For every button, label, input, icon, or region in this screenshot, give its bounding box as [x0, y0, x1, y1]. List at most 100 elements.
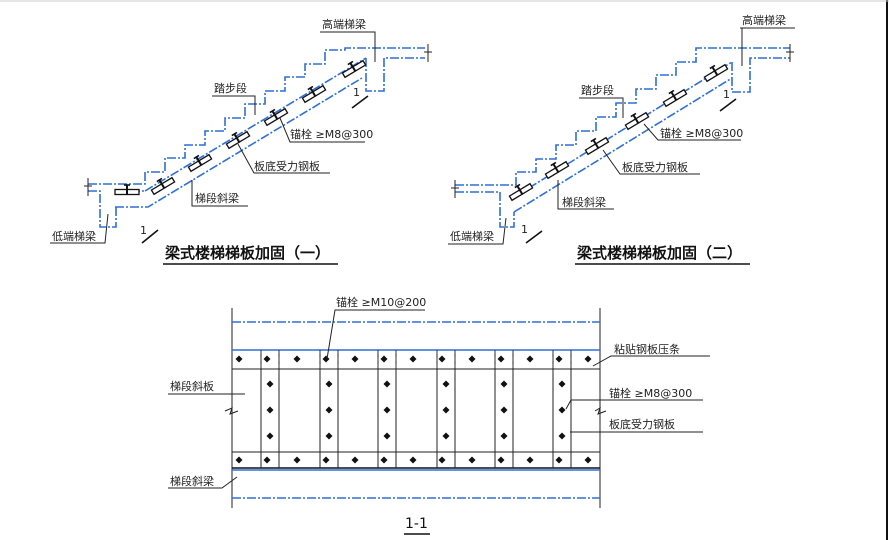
- anchor-bolt-icon: [158, 179, 166, 190]
- anchor-bolt-icon: [409, 355, 417, 363]
- anchor-bolt-icon: [195, 156, 203, 167]
- anchor-bolt-icon: [325, 406, 333, 414]
- leader-line: [320, 31, 376, 62]
- leader-line: [579, 97, 624, 118]
- anchor-bolt-icon: [555, 355, 563, 363]
- label-bottom-plate: 板底受力钢板: [609, 417, 675, 431]
- break-mark: [594, 406, 607, 415]
- anchor-bolt-icon: [584, 355, 592, 363]
- leader-line: [168, 476, 238, 489]
- steel-plate-with-anchor: [225, 130, 251, 150]
- label-high-beam: 高端梯梁: [322, 17, 366, 31]
- step-profile: [88, 47, 425, 185]
- anchor-bolt-icon: [592, 139, 600, 150]
- leader-line: [565, 399, 703, 410]
- anchor-bolt-icon: [351, 456, 359, 464]
- label-inclined-beam: 梯段斜梁: [170, 474, 214, 488]
- anchor-bolt-icon: [322, 355, 330, 363]
- anchor-head: [630, 112, 637, 118]
- anchor-bolt-icon: [325, 380, 333, 388]
- label-anchor-top: 锚栓 ≥M10@200: [336, 295, 426, 309]
- anchor-bolt-icon: [526, 456, 534, 464]
- label-inclined-slab: 梯段斜板: [170, 379, 214, 393]
- anchor-bolt-icon: [497, 456, 505, 464]
- leader-line: [602, 149, 700, 175]
- step-profile: [455, 47, 790, 186]
- anchor-bolt-icon: [263, 355, 271, 363]
- leader-line: [557, 180, 614, 210]
- steel-plate-with-anchor: [341, 59, 367, 79]
- anchor-bolt-icon: [500, 432, 508, 440]
- leader-line: [279, 117, 365, 143]
- steel-plate-with-anchor: [624, 111, 650, 131]
- anchor-head: [709, 64, 716, 70]
- section-cut-line: [351, 95, 369, 109]
- label-low-beam: 低端梯梁: [450, 229, 494, 243]
- anchor-bolt-icon: [670, 91, 678, 102]
- break-mark: [84, 178, 92, 196]
- section-cut-line: [141, 229, 159, 244]
- anchor-bolt-icon: [500, 406, 508, 414]
- section-mark-label: 1: [723, 88, 730, 101]
- inclined-beam-line: [115, 77, 363, 208]
- stair-reinforcement-drawing-1: 1 1 高端梯梁 踏步段 锚栓 ≥M8@300 板底受力钢板 梯段斜梁 低端梯梁…: [50, 17, 432, 265]
- leader-line: [643, 123, 741, 141]
- anchor-bolt-icon: [558, 380, 566, 388]
- anchor-bolt-icon: [516, 185, 524, 196]
- anchor-bolt-icon: [468, 456, 476, 464]
- anchor-bolt-icon: [468, 355, 476, 363]
- anchor-bolt-icon: [442, 380, 450, 388]
- anchor-bolt-icon: [293, 355, 301, 363]
- anchor-bolt-icon: [442, 406, 450, 414]
- anchor-bolt-icon: [380, 355, 388, 363]
- anchor-bolt-icon: [497, 355, 505, 363]
- anchor-bolt-icon: [438, 355, 446, 363]
- drawing-title: 梁式楼梯梯板加固（一）: [164, 244, 330, 262]
- leader-line: [326, 309, 425, 360]
- steel-plate-with-anchor: [187, 153, 213, 173]
- label-inclined-beam: 梯段斜梁: [195, 191, 239, 205]
- anchor-bolt-icon: [409, 456, 417, 464]
- anchor-bolt-icon: [271, 110, 279, 121]
- slab-top-line: [144, 57, 367, 192]
- leader-line: [592, 355, 710, 367]
- anchor-bolt-icon: [555, 456, 563, 464]
- anchor-head: [231, 131, 238, 137]
- anchor-bolt-icon: [711, 66, 719, 77]
- label-bottom-plate: 板底受力钢板: [254, 159, 320, 173]
- anchor-bolt-icon: [383, 406, 391, 414]
- anchor-bolt-icon: [380, 456, 388, 464]
- anchor-head: [590, 137, 597, 143]
- section-mark-label: 1: [140, 224, 147, 237]
- low-beam: [455, 191, 515, 228]
- inclined-beam-line: [513, 77, 733, 213]
- leader-line: [740, 27, 795, 66]
- label-anchor-bolt: 锚栓 ≥M8@300: [660, 126, 743, 140]
- anchor-bolt-icon: [266, 380, 274, 388]
- label-high-beam: 高端梯梁: [742, 13, 786, 27]
- label-anchor-side: 锚栓 ≥M8@300: [609, 386, 692, 400]
- low-beam: [88, 190, 117, 228]
- anchor-head: [156, 177, 163, 183]
- leader-line: [50, 213, 109, 244]
- high-beam: [731, 57, 790, 93]
- anchor-head: [193, 154, 200, 160]
- label-step-section: 踏步段: [214, 81, 247, 95]
- anchor-bolt-icon: [526, 355, 534, 363]
- leader-line: [448, 217, 507, 245]
- steel-plate-with-anchor: [508, 182, 534, 202]
- section-cut-line: [719, 98, 737, 112]
- anchor-bolt-icon: [263, 456, 271, 464]
- anchor-head: [347, 60, 354, 66]
- anchor-bolt-icon: [558, 406, 566, 414]
- anchor-head: [668, 89, 675, 95]
- anchor-bolt-icon: [233, 133, 241, 144]
- anchor-bolt-icon: [584, 456, 592, 464]
- anchor-head: [514, 183, 521, 189]
- anchor-bolt-icon: [309, 87, 317, 98]
- anchor-bolt-icon: [293, 456, 301, 464]
- break-mark: [224, 407, 239, 415]
- section-1-1: 锚栓 ≥M10@200 粘贴钢板压条 梯段斜板 锚栓 ≥M8@300 板底受力钢…: [168, 295, 710, 535]
- anchor-bolt-icon: [438, 456, 446, 464]
